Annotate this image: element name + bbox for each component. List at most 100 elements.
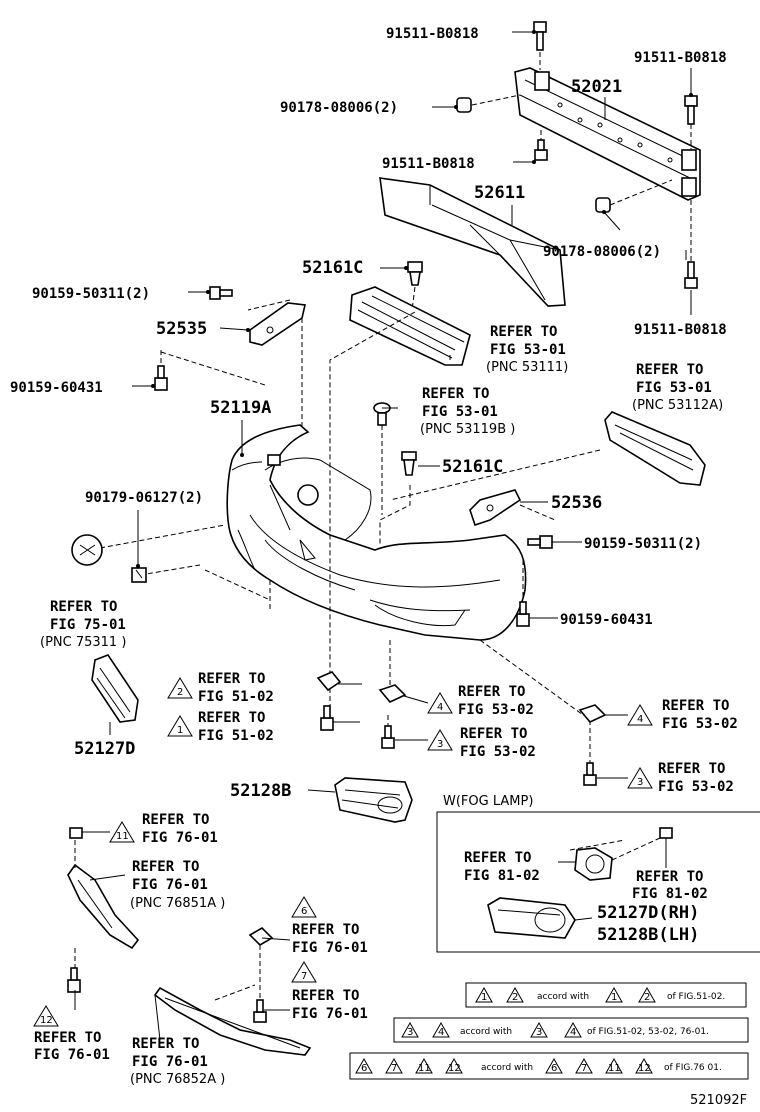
svg-text:REFER TO: REFER TO	[132, 1036, 199, 1052]
svg-text:12: 12	[40, 1015, 53, 1026]
label-52127d: 52127D	[74, 739, 135, 759]
svg-text:FIG 51-02: FIG 51-02	[198, 689, 274, 705]
svg-text:1: 1	[611, 992, 617, 1003]
svg-text:11: 11	[418, 1063, 431, 1074]
svg-text:7: 7	[581, 1063, 587, 1074]
svg-text:(PNC 76851A ): (PNC 76851A )	[130, 896, 225, 911]
bolt-90159-60431-right	[516, 601, 530, 627]
energy-absorber-52611	[379, 177, 566, 307]
fog-cover-52127d	[91, 654, 139, 723]
svg-text:FIG 53-01: FIG 53-01	[490, 342, 566, 358]
svg-text:4: 4	[637, 714, 643, 725]
clip-m4a	[378, 684, 407, 703]
svg-text:FIG 76-01: FIG 76-01	[132, 1054, 208, 1070]
ref-53-grille: REFER TO FIG 53-01 (PNC 53111)	[486, 324, 568, 375]
marker-3b: 3 REFER TO FIG 53-02	[627, 761, 734, 795]
clip-52161c-top	[407, 261, 423, 311]
molding-76851a	[67, 827, 140, 993]
label-90178-right: 90178-08006(2)	[543, 244, 661, 260]
bumper-reinforcement-52021	[514, 67, 701, 201]
marker-4a: 4 REFER TO FIG 53-02	[427, 684, 534, 718]
svg-text:FIG 76-01: FIG 76-01	[292, 1006, 368, 1022]
label-91511-right-top: 91511-B0818	[634, 50, 727, 66]
marker-2: 2 REFER TO FIG 51-02	[167, 671, 274, 705]
svg-text:of FIG.76 01.: of FIG.76 01.	[664, 1063, 722, 1073]
label-fog-box-title: W(FOG LAMP)	[443, 794, 533, 809]
clip-m2	[316, 671, 342, 692]
label-90178-left: 90178-08006(2)	[280, 100, 398, 116]
svg-text:REFER TO: REFER TO	[198, 671, 265, 687]
ref-76-852: REFER TO FIG 76-01 (PNC 76852A )	[130, 1036, 225, 1087]
clip-m7	[253, 999, 267, 1023]
label-52611: 52611	[474, 183, 525, 203]
label-52127d-rh: 52127D(RH)	[597, 903, 699, 923]
fog-lamp-box	[436, 811, 760, 953]
clip-m3b	[583, 762, 597, 786]
clip-53119b	[373, 402, 391, 426]
ref-53-right-grille: REFER TO FIG 53-01 (PNC 53112A)	[632, 362, 723, 413]
note-box-3: 6 7 11 12 accord with 6 7 11 12 of FIG.7…	[349, 1052, 749, 1080]
marker-1: 1 REFER TO FIG 51-02	[167, 710, 274, 744]
marker-7: 7 REFER TO FIG 76-01	[291, 961, 368, 1022]
svg-text:REFER TO: REFER TO	[636, 362, 703, 378]
label-52536: 52536	[551, 493, 602, 513]
clip-m4b	[578, 704, 607, 723]
marker-4b: 4 REFER TO FIG 53-02	[627, 698, 738, 732]
svg-text:REFER TO: REFER TO	[132, 859, 199, 875]
clip-52161c-mid	[401, 451, 417, 476]
svg-text:12: 12	[638, 1063, 651, 1074]
ref-76-851: REFER TO FIG 76-01 (PNC 76851A )	[130, 859, 225, 911]
screw-90159-50311-left	[209, 286, 233, 300]
svg-text:FIG 76-01: FIG 76-01	[132, 877, 208, 893]
note-box-1: 1 2 accord with 1 2 of FIG.51-02.	[465, 982, 747, 1008]
label-90159-50311-left: 90159-50311(2)	[32, 286, 150, 302]
svg-text:4: 4	[570, 1027, 576, 1038]
svg-text:11: 11	[116, 831, 129, 842]
bolt-91511-top	[533, 21, 547, 70]
lower-grille-right	[604, 411, 706, 486]
svg-text:REFER TO: REFER TO	[464, 850, 531, 866]
svg-text:FIG 53-02: FIG 53-02	[658, 779, 734, 795]
svg-text:FIG 51-02: FIG 51-02	[198, 728, 274, 744]
bolt-90159-60431-left	[154, 350, 266, 391]
svg-text:1: 1	[177, 725, 183, 736]
svg-text:FIG 53-01: FIG 53-01	[422, 404, 498, 420]
svg-text:FIG 76-01: FIG 76-01	[34, 1047, 110, 1063]
clip-90179	[131, 567, 147, 583]
bolt-91511-right-top	[684, 95, 698, 150]
svg-text:FIG 76-01: FIG 76-01	[142, 830, 218, 846]
label-91511-mid: 91511-B0818	[382, 156, 475, 172]
svg-text:accord with: accord with	[481, 1063, 533, 1073]
svg-text:4: 4	[437, 702, 443, 713]
molding-76852a	[153, 945, 312, 1056]
svg-text:7: 7	[391, 1063, 397, 1074]
marker-6: 6 REFER TO FIG 76-01	[291, 896, 368, 956]
svg-text:1: 1	[481, 992, 487, 1003]
svg-text:(PNC 53119B ): (PNC 53119B )	[420, 422, 515, 437]
label-52128b: 52128B	[230, 781, 291, 801]
svg-text:accord with: accord with	[537, 992, 589, 1002]
svg-text:(PNC 53112A): (PNC 53112A)	[632, 398, 723, 413]
svg-text:REFER TO: REFER TO	[142, 812, 209, 828]
svg-text:FIG 53-02: FIG 53-02	[458, 702, 534, 718]
label-52128b-lh: 52128B(LH)	[597, 925, 699, 945]
svg-text:REFER TO: REFER TO	[198, 710, 265, 726]
svg-text:2: 2	[644, 992, 650, 1003]
svg-text:FIG 53-02: FIG 53-02	[662, 716, 738, 732]
clip-m1	[320, 705, 334, 731]
emblem-75311	[71, 534, 103, 566]
svg-text:FIG 81-02: FIG 81-02	[464, 868, 540, 884]
side-retainer-52536	[469, 489, 522, 527]
svg-text:REFER TO: REFER TO	[460, 726, 527, 742]
screw-90159-50311-right	[527, 535, 553, 549]
label-52021: 52021	[571, 77, 622, 97]
svg-text:3: 3	[637, 777, 643, 788]
svg-text:FIG 75-01: FIG 75-01	[50, 617, 126, 633]
svg-text:FIG 81-02: FIG 81-02	[632, 886, 708, 902]
label-90179: 90179-06127(2)	[85, 490, 203, 506]
svg-text:12: 12	[448, 1063, 461, 1074]
svg-text:6: 6	[551, 1063, 557, 1074]
fog-cover-52128b	[334, 777, 413, 823]
svg-text:6: 6	[301, 906, 307, 917]
label-52119a: 52119A	[210, 398, 271, 418]
